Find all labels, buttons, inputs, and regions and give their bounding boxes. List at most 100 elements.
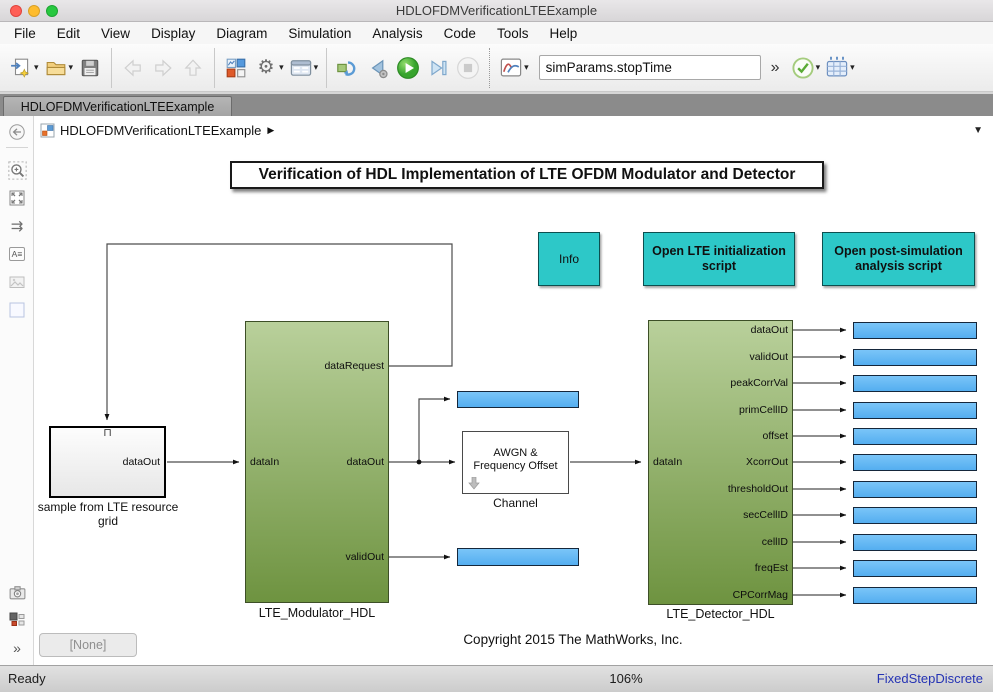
status-solver-link[interactable]: FixedStepDiscrete xyxy=(876,671,983,686)
scope-block[interactable] xyxy=(457,548,579,566)
back-button[interactable] xyxy=(119,52,147,84)
detector-block-name: LTE_Detector_HDL xyxy=(666,607,775,621)
camera-icon xyxy=(9,585,25,599)
modulator-block[interactable]: dataIn dataRequest dataOut validOut xyxy=(245,321,389,603)
menu-simulation[interactable]: Simulation xyxy=(288,25,352,41)
forward-button[interactable] xyxy=(149,52,177,84)
gear-icon: ⚙ xyxy=(257,56,275,78)
info-block[interactable]: Info xyxy=(538,232,600,286)
open-postsim-script-block[interactable]: Open post-simulation analysis script xyxy=(822,232,975,286)
breadcrumb-model-name[interactable]: HDLOFDMVerificationLTEExample xyxy=(60,123,262,138)
toolbar-separator xyxy=(214,47,216,88)
title-bar: HDLOFDMVerificationLTEExample xyxy=(0,0,993,22)
up-to-parent-button[interactable] xyxy=(179,52,207,84)
circle-back-icon xyxy=(9,124,25,140)
step-forward-button[interactable] xyxy=(424,52,452,84)
scope-block[interactable] xyxy=(853,322,977,339)
scope-block[interactable] xyxy=(853,454,977,471)
up-arrow-icon xyxy=(184,58,202,76)
simulation-pacing-dropdown[interactable]: ▾ xyxy=(524,62,529,72)
pacing-scope-icon xyxy=(500,58,522,77)
menu-edit[interactable]: Edit xyxy=(56,25,81,41)
model-advisor-dropdown[interactable]: ▾ xyxy=(815,62,821,72)
open-folder-icon xyxy=(46,61,65,75)
save-icon xyxy=(81,59,99,76)
left-palette: ⇉ A≡ xyxy=(0,116,34,665)
new-model-dropdown[interactable]: ▾ xyxy=(34,62,39,72)
status-ready: Ready xyxy=(8,671,46,686)
open-model-dropdown[interactable]: ▾ xyxy=(68,62,74,72)
menu-help[interactable]: Help xyxy=(549,25,578,41)
area-box-button[interactable] xyxy=(7,300,27,320)
open-model-button[interactable] xyxy=(42,52,70,84)
channel-block[interactable]: AWGN & Frequency Offset xyxy=(462,431,569,494)
library-browser-button[interactable] xyxy=(222,52,250,84)
model-settings-button[interactable]: ⚙ xyxy=(252,52,280,84)
image-annotation-button[interactable] xyxy=(7,272,27,292)
scope-block[interactable] xyxy=(853,507,977,524)
model-settings-dropdown[interactable]: ▾ xyxy=(279,62,284,72)
schedule-editor-dropdown[interactable]: ▾ xyxy=(850,62,855,72)
legend-none-button[interactable]: [None] xyxy=(39,633,137,657)
breadcrumb-dropdown-icon[interactable]: ▼ xyxy=(973,125,983,136)
source-block[interactable]: ⊓ dataOut xyxy=(49,426,166,498)
menu-tools[interactable]: Tools xyxy=(496,25,529,41)
toolbar-overflow-button[interactable]: » xyxy=(770,58,780,76)
chevron-double-right-icon: » xyxy=(13,640,21,656)
scope-block[interactable] xyxy=(853,349,977,366)
toolbar-separator xyxy=(489,47,491,88)
toolbar: ▾ ▾ xyxy=(0,44,993,92)
run-button[interactable] xyxy=(394,52,422,84)
model-configuration-dropdown[interactable]: ▾ xyxy=(313,62,319,72)
screenshot-button[interactable] xyxy=(7,582,27,602)
open-init-script-block[interactable]: Open LTE initialization script xyxy=(643,232,795,286)
scope-block[interactable] xyxy=(853,560,977,577)
menu-analysis[interactable]: Analysis xyxy=(372,25,423,41)
zoom-region-button[interactable] xyxy=(7,160,27,180)
port-label: dataOut xyxy=(122,456,160,468)
palette-more-button[interactable]: » xyxy=(7,638,27,658)
fit-to-view-button[interactable] xyxy=(7,188,27,208)
port-label: dataOut xyxy=(346,456,384,468)
annotation-icon: A≡ xyxy=(8,247,26,261)
stop-button[interactable] xyxy=(454,52,482,84)
channel-block-name: Channel xyxy=(493,496,538,510)
close-window-button[interactable] xyxy=(10,5,22,17)
scope-block[interactable] xyxy=(457,391,579,408)
scope-block[interactable] xyxy=(853,428,977,445)
forward-arrow-icon xyxy=(155,58,172,77)
model-configuration-button[interactable] xyxy=(287,52,315,84)
scope-block[interactable] xyxy=(853,375,977,392)
hide-browser-button[interactable] xyxy=(7,122,27,142)
zoom-window-button[interactable] xyxy=(46,5,58,17)
simulation-pacing-button[interactable] xyxy=(497,52,525,84)
menu-file[interactable]: File xyxy=(14,25,36,41)
menu-code[interactable]: Code xyxy=(443,25,476,41)
menu-display[interactable]: Display xyxy=(151,25,196,41)
update-diagram-button[interactable] xyxy=(334,52,362,84)
subsystem-badge-button[interactable] xyxy=(7,610,27,630)
toolbar-separator xyxy=(326,47,328,88)
annotation-button[interactable]: A≡ xyxy=(7,244,27,264)
new-model-button[interactable] xyxy=(7,52,35,84)
menu-view[interactable]: View xyxy=(101,25,131,41)
stop-icon xyxy=(457,56,480,79)
stop-time-input[interactable] xyxy=(538,55,761,80)
route-signals-button[interactable]: ⇉ xyxy=(7,216,27,236)
port-label: cellID xyxy=(761,536,788,548)
detector-block[interactable]: dataIn dataOut validOut peakCorrVal prim… xyxy=(648,320,793,605)
scope-block[interactable] xyxy=(853,402,977,419)
step-back-button[interactable] xyxy=(364,52,392,84)
scope-block[interactable] xyxy=(853,481,977,498)
model-tab[interactable]: HDLOFDMVerificationLTEExample xyxy=(3,96,232,117)
model-advisor-button[interactable] xyxy=(789,52,817,84)
scope-block[interactable] xyxy=(853,534,977,551)
save-model-button[interactable] xyxy=(76,52,104,84)
model-file-icon xyxy=(40,123,55,138)
subsystem-icon xyxy=(9,612,25,626)
channel-label-line2: Frequency Offset xyxy=(473,460,558,472)
menu-diagram[interactable]: Diagram xyxy=(216,25,268,41)
scope-block[interactable] xyxy=(853,587,977,604)
minimize-window-button[interactable] xyxy=(28,5,40,17)
schedule-editor-button[interactable] xyxy=(823,52,851,84)
